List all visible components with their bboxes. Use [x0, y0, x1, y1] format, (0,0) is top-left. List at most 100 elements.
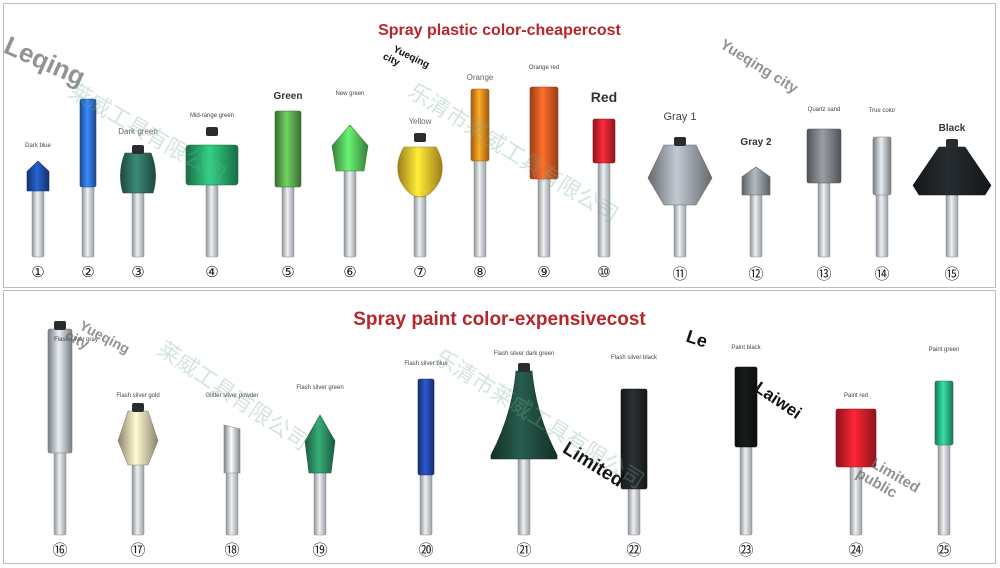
bot-bit-8-label: Paint black [731, 345, 761, 351]
bot-bit-10-label: Paint green [928, 347, 960, 353]
top-bit-7-bearing [414, 133, 426, 142]
top-bit-14-cutter [872, 136, 892, 196]
top-bit-2-cutter [79, 98, 97, 188]
bot-bit-3-shank [225, 468, 239, 536]
top-bit-10-number: ⑩ [597, 263, 611, 281]
top-bit-5-label: Green [273, 91, 303, 102]
cheap-color-panel: Spray plastic color-cheapercost Dark blu… [3, 3, 996, 288]
bot-bit-8 [734, 366, 758, 536]
top-bit-1-label: Dark blue [25, 143, 51, 149]
top-bit-6-number: ⑥ [343, 263, 357, 281]
bot-bit-1-bearing [54, 321, 66, 330]
top-bit-13-number: ⑬ [816, 265, 832, 283]
top-bit-8-number: ⑧ [473, 263, 487, 281]
top-bit-10 [592, 118, 616, 258]
bot-bit-6-number: ㉑ [516, 541, 532, 559]
bot-bit-6-bearing [518, 363, 530, 372]
top-bit-10-cutter [592, 118, 616, 164]
top-bit-3 [120, 145, 156, 258]
top-bit-13-label: Quartz sand [807, 107, 841, 113]
bot-bit-3-number: ⑱ [224, 541, 240, 559]
top-bit-9-cutter [529, 86, 559, 180]
bot-bit-1-shank [53, 448, 67, 536]
bot-bit-10 [934, 380, 954, 536]
top-bit-14 [872, 136, 892, 258]
bot-bit-4-shank [313, 468, 327, 536]
top-bit-3-number: ③ [131, 263, 145, 281]
bot-bit-4 [304, 414, 336, 536]
top-bit-4-number: ④ [205, 263, 219, 281]
bot-bit-5-shank [419, 470, 433, 536]
bot-bit-7-cutter [620, 388, 648, 490]
top-bit-2 [79, 98, 97, 258]
top-bit-5 [274, 110, 302, 258]
bot-bit-9 [835, 408, 877, 536]
bot-bit-3-cutter [223, 424, 241, 474]
bot-bit-9-label: Paint red [843, 393, 869, 399]
bot-bit-7-label: Flash silver black [610, 355, 658, 361]
bot-bit-3-label: Glitter silver powder [205, 393, 259, 399]
top-bit-15-number: ⑮ [944, 265, 960, 283]
bot-bit-6 [490, 363, 558, 536]
top-bit-4-bearing [206, 127, 218, 136]
bot-bit-10-cutter [934, 380, 954, 446]
top-bit-12-label: Gray 2 [740, 137, 772, 148]
top-bit-5-number: ⑤ [281, 263, 295, 281]
top-bit-12-shank [749, 190, 763, 258]
top-bit-1-cutter [26, 160, 50, 192]
expensive-color-panel: Spray paint color-expensivecost Flash si… [3, 290, 996, 564]
top-bit-1 [26, 160, 50, 258]
bot-bit-9-number: ㉔ [848, 541, 864, 559]
top-bit-3-cutter [120, 152, 156, 194]
top-bit-9-number: ⑨ [537, 263, 551, 281]
bot-bit-3 [223, 424, 241, 536]
top-bit-8 [470, 88, 490, 258]
top-bit-6-shank [343, 166, 357, 258]
top-bit-15-cutter [912, 146, 992, 196]
bot-bit-8-cutter [734, 366, 758, 448]
top-bit-13-cutter [806, 128, 842, 184]
top-bit-8-label: Orange [466, 73, 494, 82]
top-bit-8-shank [473, 156, 487, 258]
top-bit-11-number: ⑪ [672, 265, 688, 283]
bot-bit-10-number: ㉕ [936, 541, 952, 559]
bot-bit-2-shank [131, 460, 145, 536]
top-bit-5-shank [281, 182, 295, 258]
top-bit-4-shank [205, 184, 219, 258]
bot-bit-2-number: ⑰ [130, 541, 146, 559]
cheap-panel-title: Spray plastic color-cheapercost [378, 22, 621, 39]
bot-bit-6-shank [517, 454, 531, 536]
bot-bit-4-cutter [304, 414, 336, 474]
top-bit-14-shank [875, 190, 889, 258]
top-bit-6-label: New green [335, 91, 365, 97]
bot-bit-2-cutter [117, 410, 159, 466]
bot-bit-1-number: ⑯ [52, 541, 68, 559]
bot-bit-8-shank [739, 442, 753, 536]
top-bit-14-number: ⑭ [874, 265, 890, 283]
bot-bit-2 [117, 403, 159, 536]
bot-bit-4-label: Flash silver green [296, 385, 344, 391]
top-bit-2-number: ② [81, 263, 95, 281]
bot-bit-10-shank [937, 440, 951, 536]
top-bit-12 [741, 166, 771, 258]
top-bit-10-label: Red [590, 89, 618, 105]
top-bit-6-cutter [331, 124, 369, 172]
top-bit-12-cutter [741, 166, 771, 196]
top-bit-7-cutter [397, 146, 443, 198]
bot-bit-8-number: ㉓ [738, 541, 754, 559]
bot-bit-5-cutter [417, 378, 435, 476]
top-bit-15-bearing [946, 139, 958, 148]
top-bit-3-label: Dark green [118, 127, 158, 136]
top-bit-4-label: Mid-range green [189, 113, 235, 119]
top-bit-3-shank [131, 188, 145, 258]
top-bit-15 [912, 139, 992, 258]
top-bit-11-shank [673, 200, 687, 258]
bot-bit-4-number: ⑲ [312, 541, 328, 559]
bot-bit-1-cutter [47, 328, 73, 454]
bot-bit-5-number: ⑳ [418, 541, 434, 559]
top-bit-11 [647, 137, 713, 258]
top-bit-7 [397, 133, 443, 258]
top-bit-12-number: ⑫ [748, 265, 764, 283]
top-bit-13 [806, 128, 842, 258]
top-bit-11-bearing [674, 137, 686, 146]
